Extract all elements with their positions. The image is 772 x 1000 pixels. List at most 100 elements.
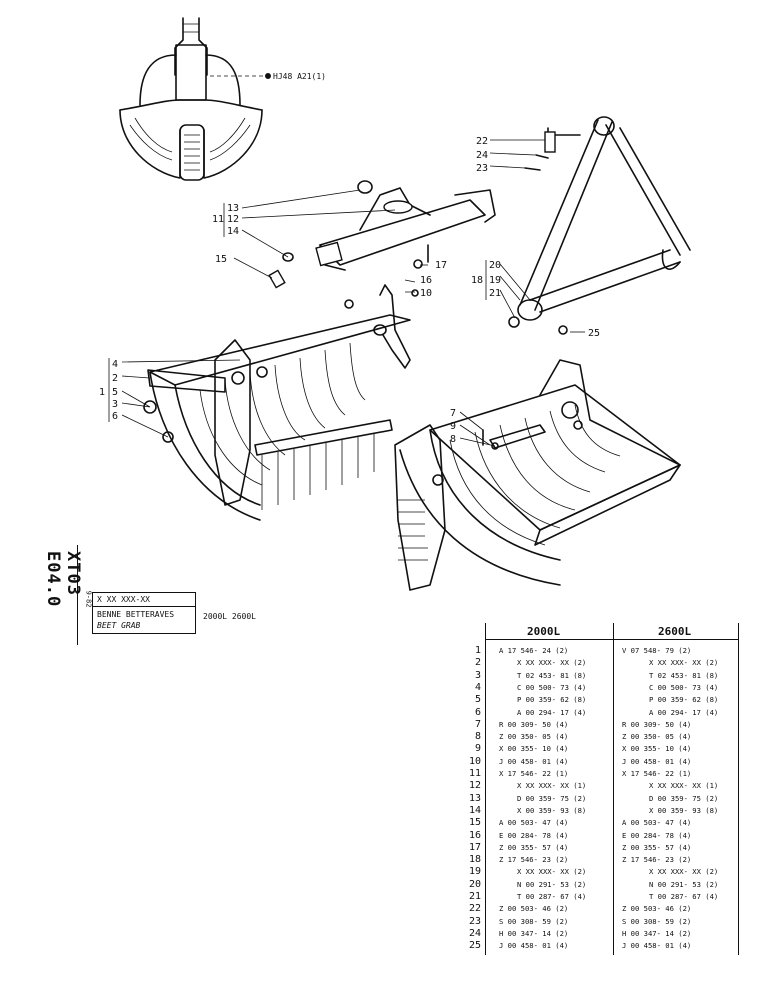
part-2000l: P 00 359- 62 (8) [517,695,587,705]
title-block: X XX XXX-XX BENNE BETTERAVES BEET GRAB [92,592,196,634]
part-2600l: Z 17 546- 23 (2) [622,855,692,865]
part-2600l: S 00 308- 59 (2) [622,916,692,926]
capacity-label: 2000L 2600L [203,612,256,621]
row-number: 10 [468,755,481,767]
part-2000l: Z 17 546- 23 (2) [499,855,569,865]
part-2600l: Z 00 350- 05 (4) [622,732,692,742]
callout-18: 18 [471,275,483,286]
row-number: 5 [474,694,481,706]
row-number: 12 [468,780,481,792]
part-2000l: D 00 359- 75 (2) [517,793,587,803]
row-number: 25 [468,940,481,952]
table-row: 19 X XX XXX- XX (2) X XX XXX- XX (2) [455,866,738,878]
part-2000l: X XX XXX- XX (2) [517,658,587,668]
callout-3: 3 [112,399,118,410]
title-english: BEET GRAB [97,621,141,630]
callout-20: 20 [489,260,501,271]
row-number: 3 [474,669,481,681]
title-french: BENNE BETTERAVES [97,610,175,619]
part-2000l: S 00 308- 59 (2) [499,916,569,926]
part-2600l: X 00 359- 93 (8) [649,805,719,815]
table-row: 18 Z 17 546- 23 (2) Z 17 546- 23 (2) [455,854,738,866]
part-2000l: A 00 503- 47 (4) [499,818,569,828]
row-number: 19 [468,866,481,878]
part-2000l: T 00 287- 67 (4) [517,892,587,901]
callout-23: 23 [476,163,488,174]
part-2000l: T 02 453- 81 (8) [517,670,587,680]
part-2600l: X XX XXX- XX (2) [649,867,719,877]
row-number: 18 [468,854,481,866]
part-2000l: Z 00 355- 57 (4) [499,842,569,852]
callout-12: 12 [227,214,239,225]
drawing-code: XT03 E04.0 [43,545,83,645]
part-2000l: Z 00 350- 05 (4) [499,732,569,742]
row-number: 15 [468,817,481,829]
row-number: 8 [474,731,481,743]
callout-4: 4 [112,359,118,370]
part-2600l: R 00 309- 50 (4) [622,719,692,729]
part-2600l: X 00 355- 10 (4) [622,744,692,754]
table-row: 15 A 00 503- 47 (4) A 00 503- 47 (4) [455,817,738,829]
row-number: 6 [474,706,481,718]
callout-16: 16 [420,275,432,286]
callout-labels: 13 11 12 14 15 17 16 10 20 18 19 21 22 2… [99,136,600,445]
row-number: 24 [468,927,481,939]
part-2600l: V 07 548- 79 (2) [622,646,692,655]
table-row: 5 P 00 359- 62 (8) P 00 359- 62 (8) [455,694,738,706]
table-row: 14 X 00 359- 93 (8) X 00 359- 93 (8) [455,805,738,817]
part-2600l: J 00 458- 01 (4) [622,756,692,766]
leader-lines [121,139,585,447]
row-number: 2 [474,657,481,669]
callout-24: 24 [476,150,488,161]
part-2000l: A 17 546- 24 (2) [499,646,569,655]
part-2000l: R 00 309- 50 (4) [499,719,569,729]
left-grab-half [143,284,419,521]
part-2600l: X XX XXX- XX (1) [649,781,719,791]
rotator-link-assembly [268,180,496,289]
assembly-thumbnail: HJ48 A21(1) [119,17,326,181]
part-2600l: H 00 347- 14 (2) [622,928,692,938]
reference-label: HJ48 A21(1) [273,72,326,81]
callout-21: 21 [489,288,501,299]
row-number: 7 [474,718,481,730]
callout-14: 14 [227,226,239,237]
part-2000l: E 00 284- 78 (4) [499,830,569,840]
callout-1: 1 [99,387,105,398]
row-number: 9 [474,743,481,755]
callout-7: 7 [450,408,456,419]
part-2600l: X 17 546- 22 (1) [622,769,692,778]
part-2000l: X 17 546- 22 (1) [499,769,569,778]
header-2000l: 2000L [527,625,561,638]
part-2000l: X XX XXX- XX (2) [517,867,587,877]
part-2600l: P 00 359- 62 (8) [649,695,719,705]
table-row: 9 X 00 355- 10 (4) X 00 355- 10 (4) [455,743,738,755]
part-2600l: D 00 359- 75 (2) [649,793,719,803]
row-number: 14 [468,804,481,816]
part-2000l: X 00 359- 93 (8) [517,805,587,815]
part-2000l: X 00 355- 10 (4) [499,744,569,754]
part-2600l: N 00 291- 53 (2) [649,879,719,889]
part-2000l: Z 00 503- 46 (2) [499,904,569,914]
callout-2: 2 [112,373,118,384]
row-number: 13 [468,792,481,804]
part-2600l: E 00 284- 78 (4) [622,830,692,840]
row-number: 21 [468,891,481,902]
part-2600l: J 00 458- 01 (4) [622,941,692,951]
part-2600l: A 00 503- 47 (4) [622,818,692,828]
table-row: 13 D 00 359- 75 (2) D 00 359- 75 (2) [455,793,738,805]
callout-5: 5 [112,387,118,398]
